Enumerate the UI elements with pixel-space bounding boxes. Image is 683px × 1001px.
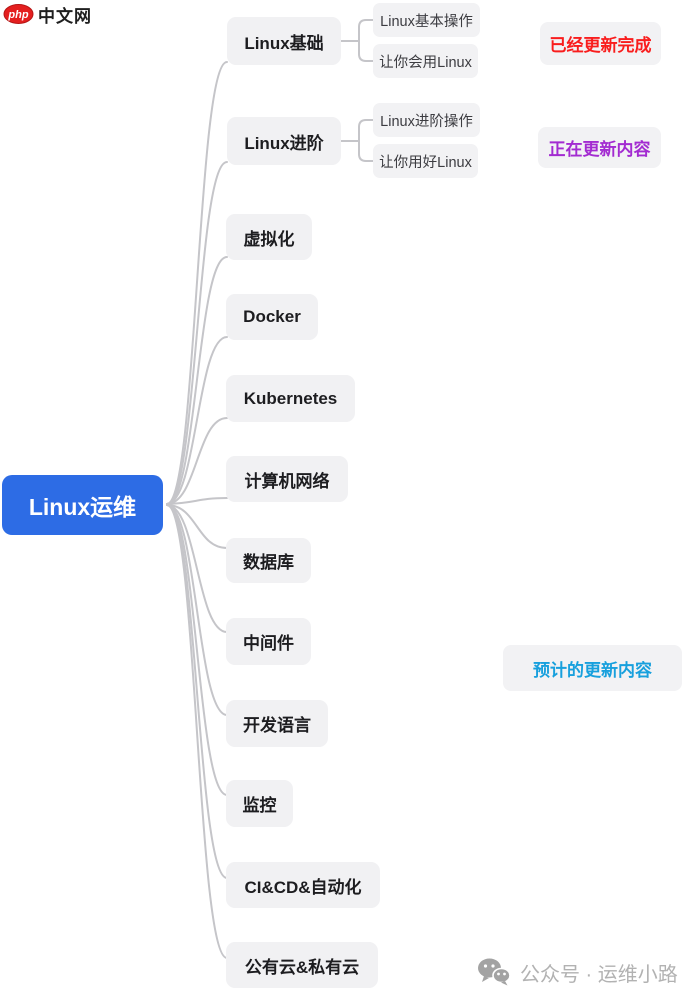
status-badge-updated-complete: 已经更新完成 (540, 22, 661, 65)
status-badge-planned-content: 预计的更新内容 (503, 645, 682, 691)
branch-node-docker: Docker (226, 294, 318, 340)
watermark-text: 公众号 · 运维小路 (520, 963, 678, 986)
branch-node-virtualization: 虚拟化 (226, 214, 312, 260)
branch-label: 监控 (242, 796, 277, 815)
watermark: 公众号 · 运维小路 (477, 952, 678, 992)
status-label: 正在更新内容 (548, 140, 651, 159)
branch-label: Docker (243, 307, 301, 326)
wechat-icon (478, 958, 511, 986)
branch-label: 数据库 (243, 553, 294, 572)
php-logo-icon: php (3, 4, 34, 24)
branch-label: 公有云&私有云 (244, 957, 360, 977)
site-logo-text: 中文网 (38, 6, 92, 26)
svg-text:php: php (7, 9, 28, 21)
branch-node-linux-advanced: Linux进阶 (227, 117, 341, 165)
branch-node-middleware: 中间件 (226, 618, 311, 665)
status-badge-updating-now: 正在更新内容 (538, 127, 661, 168)
branch-label: Linux基础 (244, 33, 324, 53)
child-node-linux-advanced-ops: Linux进阶操作 (373, 103, 480, 137)
child-label: Linux基本操作 (380, 13, 473, 30)
child-node-use-linux-well: 让你用好Linux (373, 144, 478, 178)
branch-label: 中间件 (243, 634, 294, 653)
branch-label: Kubernetes (243, 388, 338, 408)
branch-node-monitoring: 监控 (226, 780, 293, 827)
child-node-linux-basic-ops: Linux基本操作 (373, 3, 480, 37)
root-node-linux-ops: Linux运维 (2, 475, 163, 535)
status-label: 预计的更新内容 (533, 660, 652, 680)
branch-label: Linux进阶 (244, 133, 324, 153)
branch-node-dev-language: 开发语言 (226, 700, 328, 747)
child-node-learn-to-use-linux: 让你会用Linux (373, 44, 478, 78)
child-label: Linux进阶操作 (380, 113, 473, 130)
status-label: 已经更新完成 (549, 36, 652, 55)
site-logo: php 中文网 (3, 3, 92, 26)
branch-label: 虚拟化 (243, 229, 295, 249)
branch-label: CI&CD&自动化 (244, 877, 362, 897)
branch-node-cicd-automation: CI&CD&自动化 (226, 862, 380, 908)
branch-node-database: 数据库 (226, 538, 311, 583)
root-node-label: Linux运维 (28, 494, 137, 520)
branch-node-linux-basic: Linux基础 (227, 17, 341, 65)
branch-node-computer-network: 计算机网络 (226, 456, 348, 502)
child-label: 让你用好Linux (379, 154, 472, 171)
child-label: 让你会用Linux (379, 54, 472, 71)
branch-label: 开发语言 (243, 716, 311, 735)
branch-node-public-private-cloud: 公有云&私有云 (226, 942, 378, 988)
branch-node-kubernetes: Kubernetes (226, 375, 355, 422)
branch-label: 计算机网络 (244, 471, 330, 491)
